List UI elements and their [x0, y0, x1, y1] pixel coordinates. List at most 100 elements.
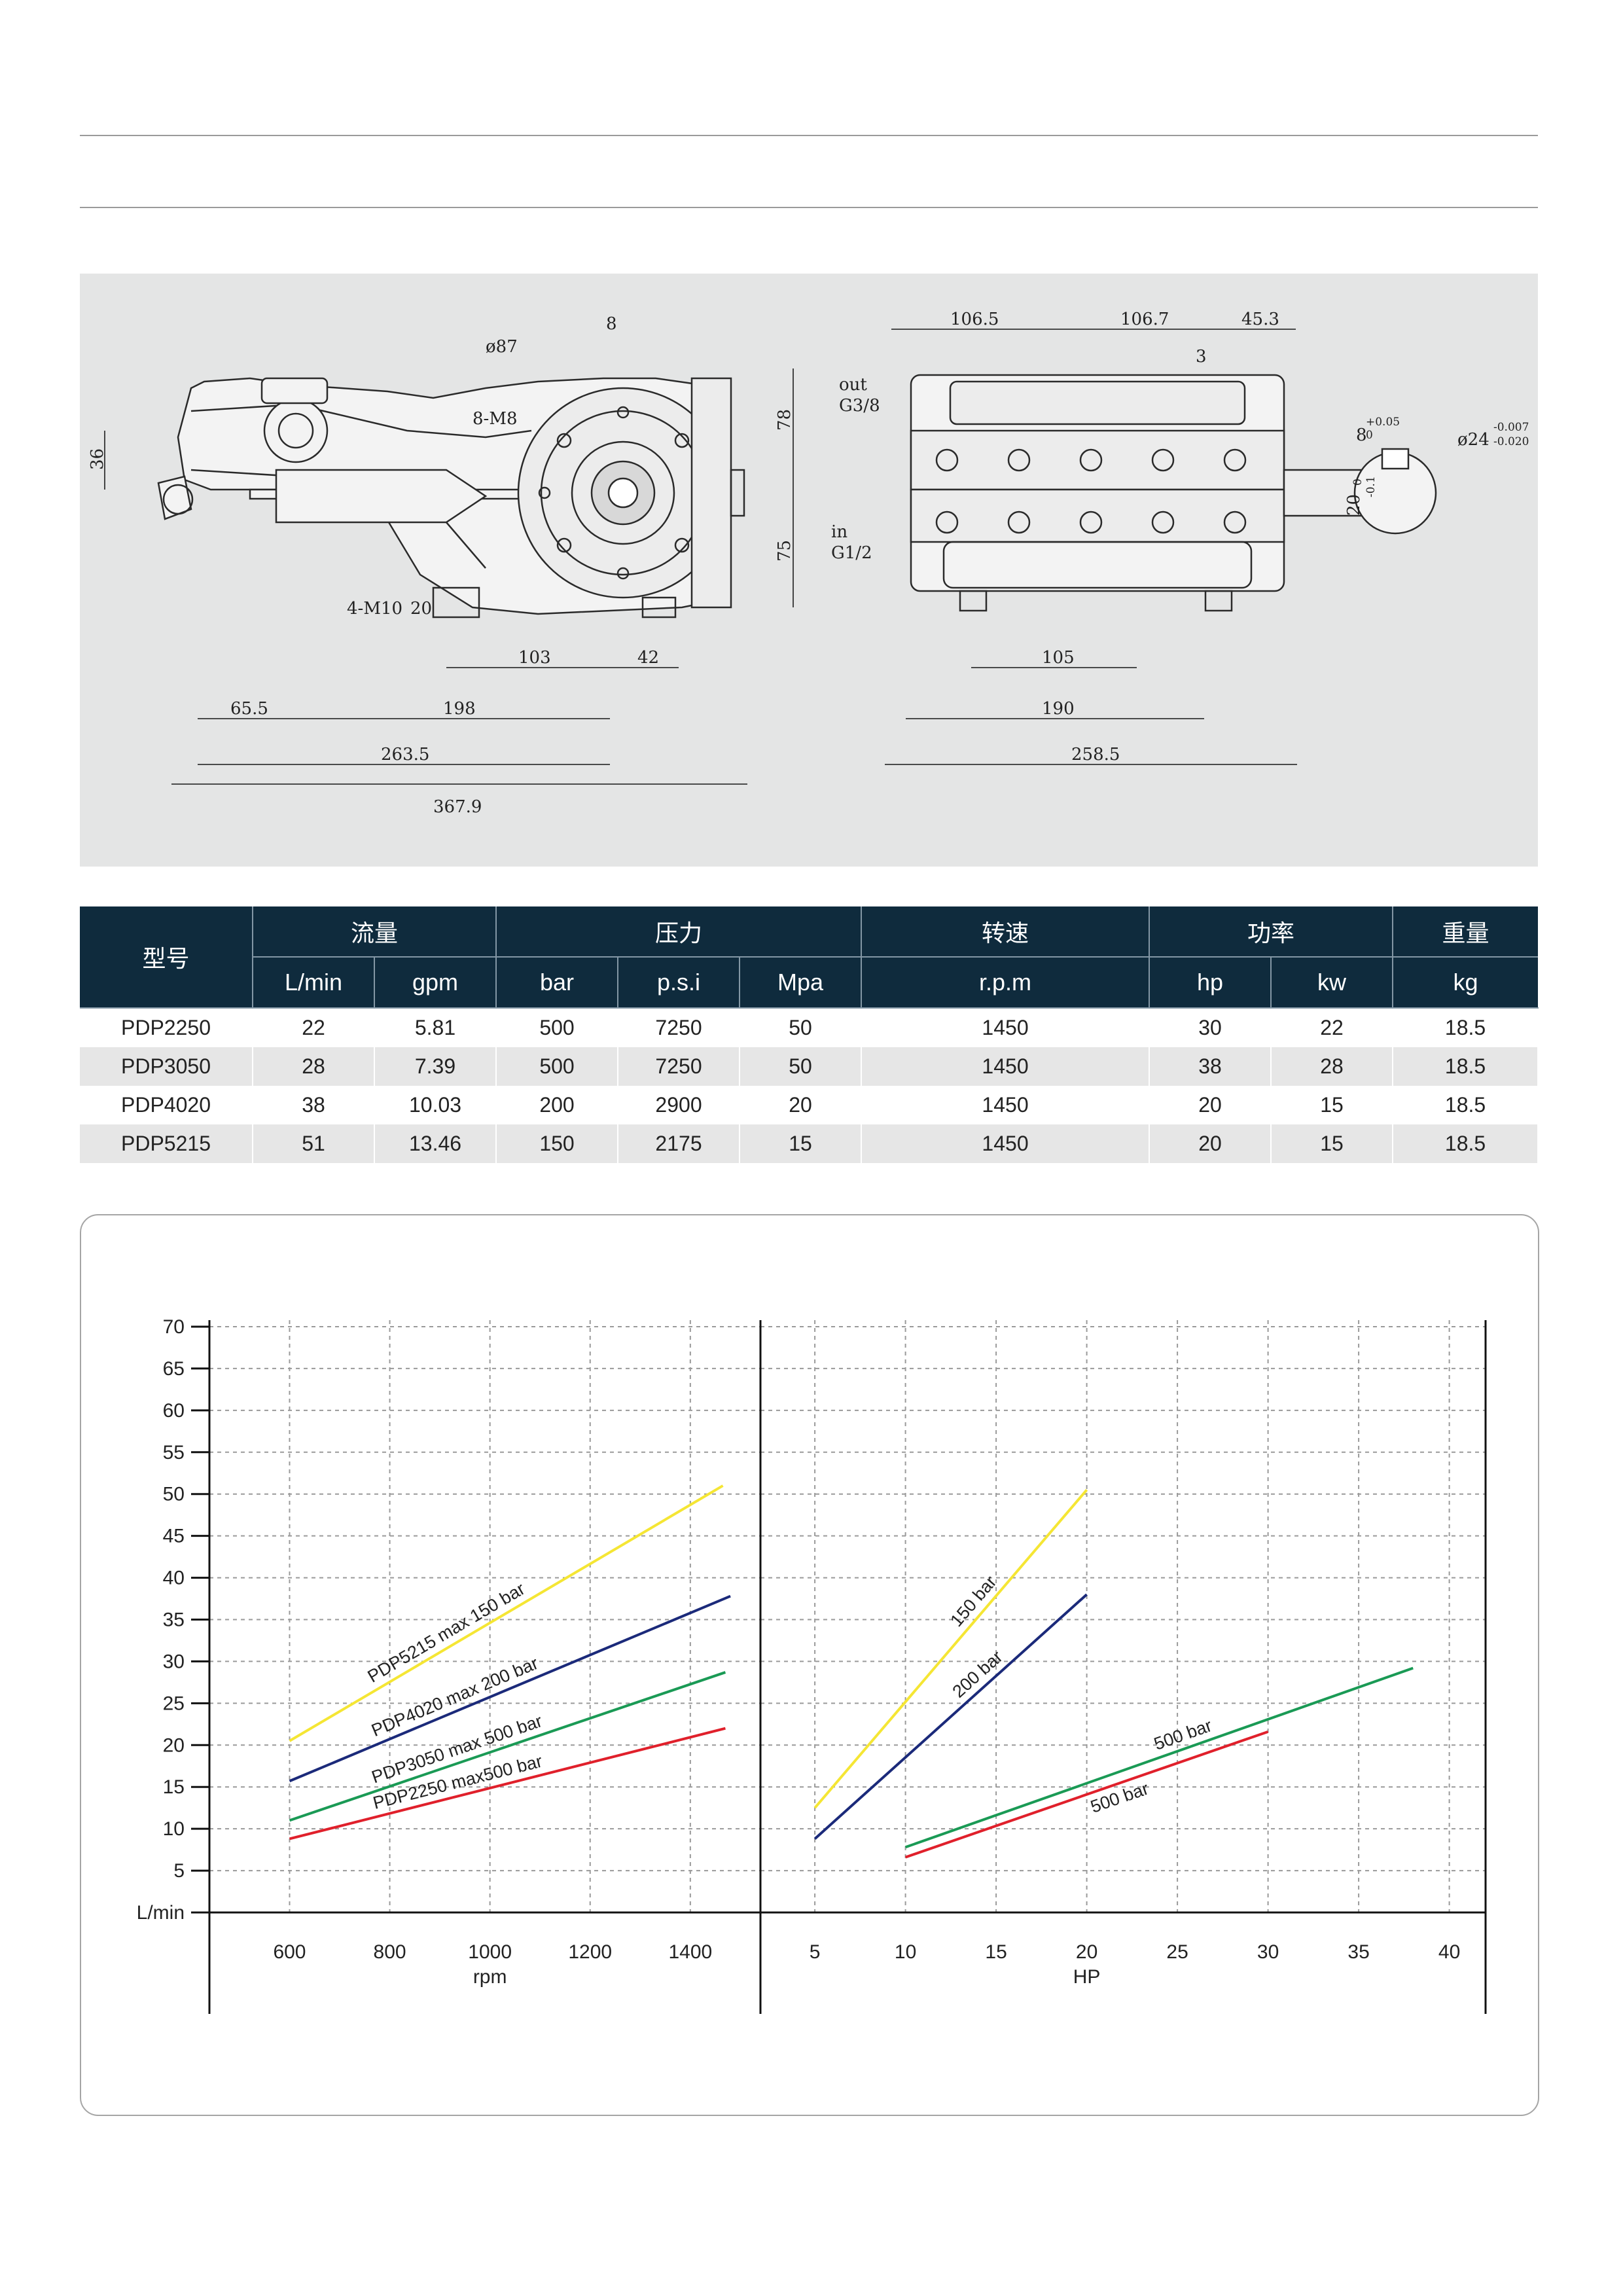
y-tick-label: 15	[163, 1776, 185, 1798]
table-row: PDP5215 51 13.46 150 2175 15 1450 20 15 …	[80, 1124, 1539, 1163]
header-weight: 重量	[1393, 906, 1539, 958]
dim-42: 42	[637, 648, 659, 668]
cell-model: PDP5215	[80, 1124, 253, 1163]
header-speed: 转速	[861, 906, 1150, 958]
unit-kw: kw	[1271, 957, 1394, 1009]
unit-psi: p.s.i	[618, 957, 741, 1009]
dim-105: 105	[1042, 648, 1075, 668]
cell-psi: 7250	[618, 1047, 741, 1086]
cell-psi: 2900	[618, 1086, 741, 1124]
cell-kg: 18.5	[1393, 1008, 1539, 1047]
port-out-thread: G3/8	[839, 396, 880, 416]
x-tick-label: 25	[1166, 1941, 1188, 1963]
table-row: PDP4020 38 10.03 200 2900 20 1450 20 15 …	[80, 1086, 1539, 1124]
x-tick-label: 1200	[568, 1941, 612, 1963]
dim-key-8: 8	[1356, 425, 1367, 445]
cell-rpm: 1450	[861, 1086, 1150, 1124]
x-tick-label: 10	[895, 1941, 916, 1963]
cell-rpm: 1450	[861, 1124, 1150, 1163]
dim-75: 75	[775, 540, 794, 562]
cell-hp: 30	[1149, 1008, 1272, 1047]
dim-65-5: 65.5	[230, 699, 268, 719]
cell-bar: 200	[496, 1086, 619, 1124]
grid-layer	[209, 1320, 1486, 1912]
unit-bar: bar	[496, 957, 619, 1009]
cell-bar: 500	[496, 1008, 619, 1047]
table-row: PDP3050 28 7.39 500 7250 50 1450 38 28 1…	[80, 1047, 1539, 1086]
dim-shaft-20-lower: -0.1	[1364, 476, 1378, 497]
y-axis-label: L/min	[137, 1902, 185, 1924]
cell-hp: 38	[1149, 1047, 1272, 1086]
cell-kg: 18.5	[1393, 1086, 1539, 1124]
dim-depth-20: 20	[410, 599, 432, 619]
series-layer	[289, 1484, 1414, 1859]
y-tick-label: 20	[163, 1734, 185, 1756]
series-line	[813, 1593, 1088, 1840]
y-tick-label: 70	[163, 1316, 185, 1338]
x-tick-label: 40	[1438, 1941, 1460, 1963]
y-tick-label: 35	[163, 1609, 185, 1631]
cell-gpm: 10.03	[374, 1086, 497, 1124]
cell-lmin: 51	[253, 1124, 375, 1163]
y-tick-label: 5	[173, 1860, 185, 1882]
cell-bar: 150	[496, 1124, 619, 1163]
cell-mpa: 50	[740, 1008, 863, 1047]
y-tick-label: 60	[163, 1400, 185, 1422]
unit-kg: kg	[1393, 957, 1539, 1009]
y-tick-label: 10	[163, 1818, 185, 1840]
cell-psi: 7250	[618, 1008, 741, 1047]
cell-model: PDP3050	[80, 1047, 253, 1086]
cell-hp: 20	[1149, 1086, 1272, 1124]
header-power: 功率	[1149, 906, 1394, 958]
cell-lmin: 28	[253, 1047, 375, 1086]
technical-drawing-panel: ø87 8 8-M8 78 75 36 4-M10 20 103 42 65.5…	[80, 274, 1538, 867]
series-line	[289, 1727, 726, 1840]
cell-kw: 15	[1271, 1086, 1394, 1124]
cell-lmin: 22	[253, 1008, 375, 1047]
header-flow: 流量	[253, 906, 497, 958]
cell-lmin: 38	[253, 1086, 375, 1124]
series-line	[289, 1484, 724, 1742]
x-tick-label: 20	[1076, 1941, 1097, 1963]
cell-kg: 18.5	[1393, 1124, 1539, 1163]
dim-258-5: 258.5	[1071, 745, 1120, 764]
cell-mpa: 15	[740, 1124, 863, 1163]
series-line	[289, 1594, 731, 1783]
dim-78: 78	[775, 409, 794, 431]
y-tick-label: 45	[163, 1526, 185, 1547]
x-tick-label: 800	[374, 1941, 406, 1963]
technical-drawing: ø87 8 8-M8 78 75 36 4-M10 20 103 42 65.5…	[88, 310, 1529, 817]
dim-phi87: ø87	[486, 337, 518, 357]
dim-190: 190	[1042, 699, 1075, 719]
dim-shaft-20-upper: 0	[1351, 478, 1364, 486]
y-tick-label: 65	[163, 1358, 185, 1380]
top-rule-1	[80, 135, 1538, 136]
dim-106-5: 106.5	[950, 310, 999, 329]
series-line	[813, 1489, 1088, 1809]
unit-hp: hp	[1149, 957, 1272, 1009]
cell-kw: 28	[1271, 1047, 1394, 1086]
dim-key-8-lower: 0	[1366, 429, 1373, 442]
port-in-label: in	[831, 522, 847, 542]
dim-198: 198	[443, 699, 476, 719]
x-tick-label: 35	[1347, 1941, 1369, 1963]
axes-layer	[191, 1320, 1487, 2014]
top-rule-2	[80, 207, 1538, 208]
cell-gpm: 7.39	[374, 1047, 497, 1086]
cell-kw: 15	[1271, 1124, 1394, 1163]
dim-phi24-upper: -0.007	[1493, 421, 1529, 434]
unit-gpm: gpm	[374, 957, 497, 1009]
x-tick-label: 600	[273, 1941, 306, 1963]
header-pressure: 压力	[496, 906, 863, 958]
dim-phi24-lower: -0.020	[1493, 435, 1529, 448]
dim-367-9: 367.9	[433, 797, 482, 817]
x-axis-label: rpm	[473, 1966, 507, 1988]
cell-model: PDP4020	[80, 1086, 253, 1124]
dim-106-7: 106.7	[1120, 310, 1169, 329]
dim-8-m8: 8-M8	[473, 409, 518, 429]
cell-kw: 22	[1271, 1008, 1394, 1047]
port-in-thread: G1/2	[831, 543, 872, 563]
x-tick-label: 1400	[668, 1941, 712, 1963]
